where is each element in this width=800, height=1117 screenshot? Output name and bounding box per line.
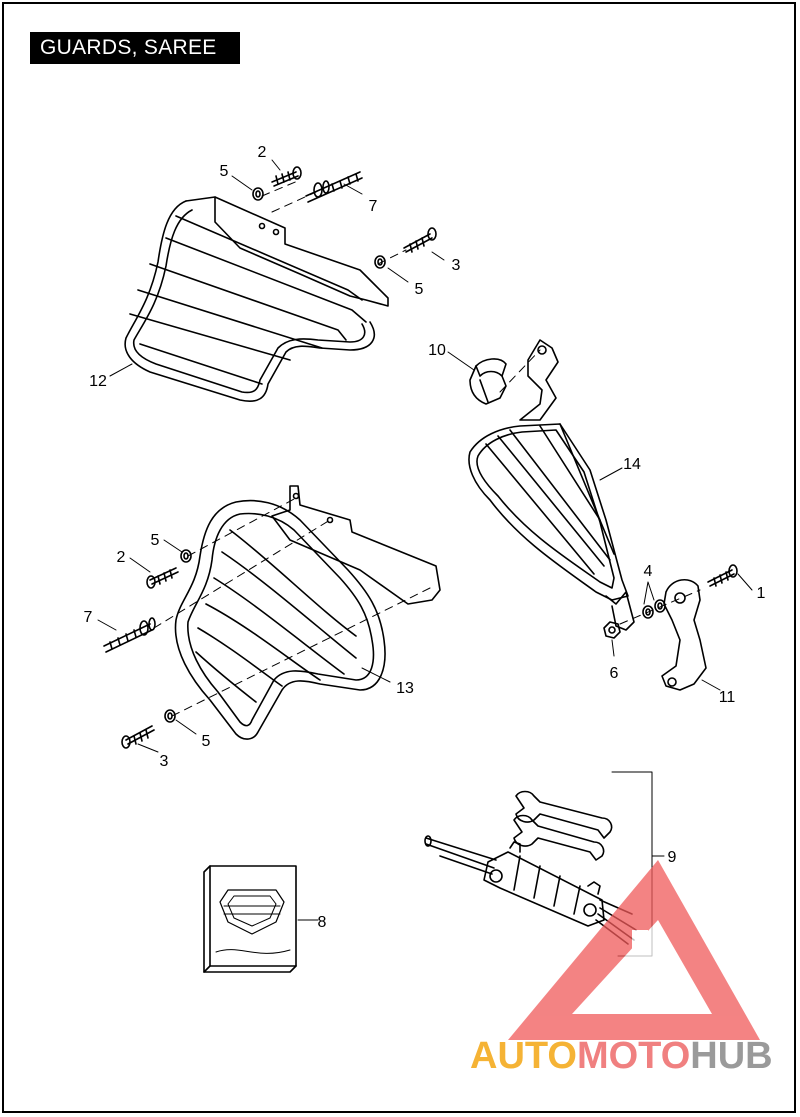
washer-5-lower-b [164,709,176,723]
arm-11 [661,579,707,691]
bracket-14 [468,339,635,631]
washer-5-upper [252,187,264,201]
screw-3-upper [403,227,437,253]
callout-5-lower-b: 5 [202,733,211,750]
leader-lines [97,159,753,957]
callout-9: 9 [668,849,677,866]
watermark-moto: MOTO [577,1035,690,1077]
callout-3-lower: 3 [160,753,169,770]
callout-7-lower: 7 [84,609,93,626]
callout-10: 10 [428,342,446,359]
page-title: GUARDS, SAREE [30,32,240,64]
callout-11: 11 [719,689,736,706]
callout-14: 14 [623,456,641,473]
callout-12: 12 [89,373,107,390]
nut-6 [603,621,621,639]
screw-2-lower [146,567,179,589]
alignment-lines [153,179,701,717]
guard-13 [174,485,441,740]
callout-1: 1 [757,585,766,602]
callout-7-upper: 7 [369,198,378,215]
callouts: 2 5 7 3 5 12 10 14 5 2 4 1 7 6 13 11 5 3… [84,144,766,931]
washers-4 [642,599,666,619]
screw-1 [707,564,738,587]
watermark-text: AUTOMOTOHUB [470,1035,773,1077]
watermark-hub: HUB [690,1035,772,1077]
bolt-7-upper [305,171,363,203]
callout-2-upper: 2 [258,144,267,161]
callout-6: 6 [610,665,619,682]
booklet-8 [203,865,297,973]
guard-12 [124,196,389,402]
clamp-10 [469,358,507,405]
callout-5-upper: 5 [220,163,229,180]
washer-5-lower-a [180,549,192,563]
callout-13: 13 [396,680,414,697]
callout-8: 8 [318,914,327,931]
callout-4: 4 [644,563,653,580]
washer-5-mid [374,255,386,269]
screw-2-upper [271,166,302,187]
watermark-auto: AUTO [470,1035,577,1077]
watermark-logo [508,860,760,1040]
callout-5-lower-a: 5 [151,532,160,549]
toolkit-9 [424,790,637,945]
callout-3-upper: 3 [452,257,461,274]
callout-2-lower: 2 [117,549,126,566]
callout-5-mid: 5 [415,281,424,298]
bolt-7-lower [103,617,156,653]
screw-3-lower [121,725,155,749]
